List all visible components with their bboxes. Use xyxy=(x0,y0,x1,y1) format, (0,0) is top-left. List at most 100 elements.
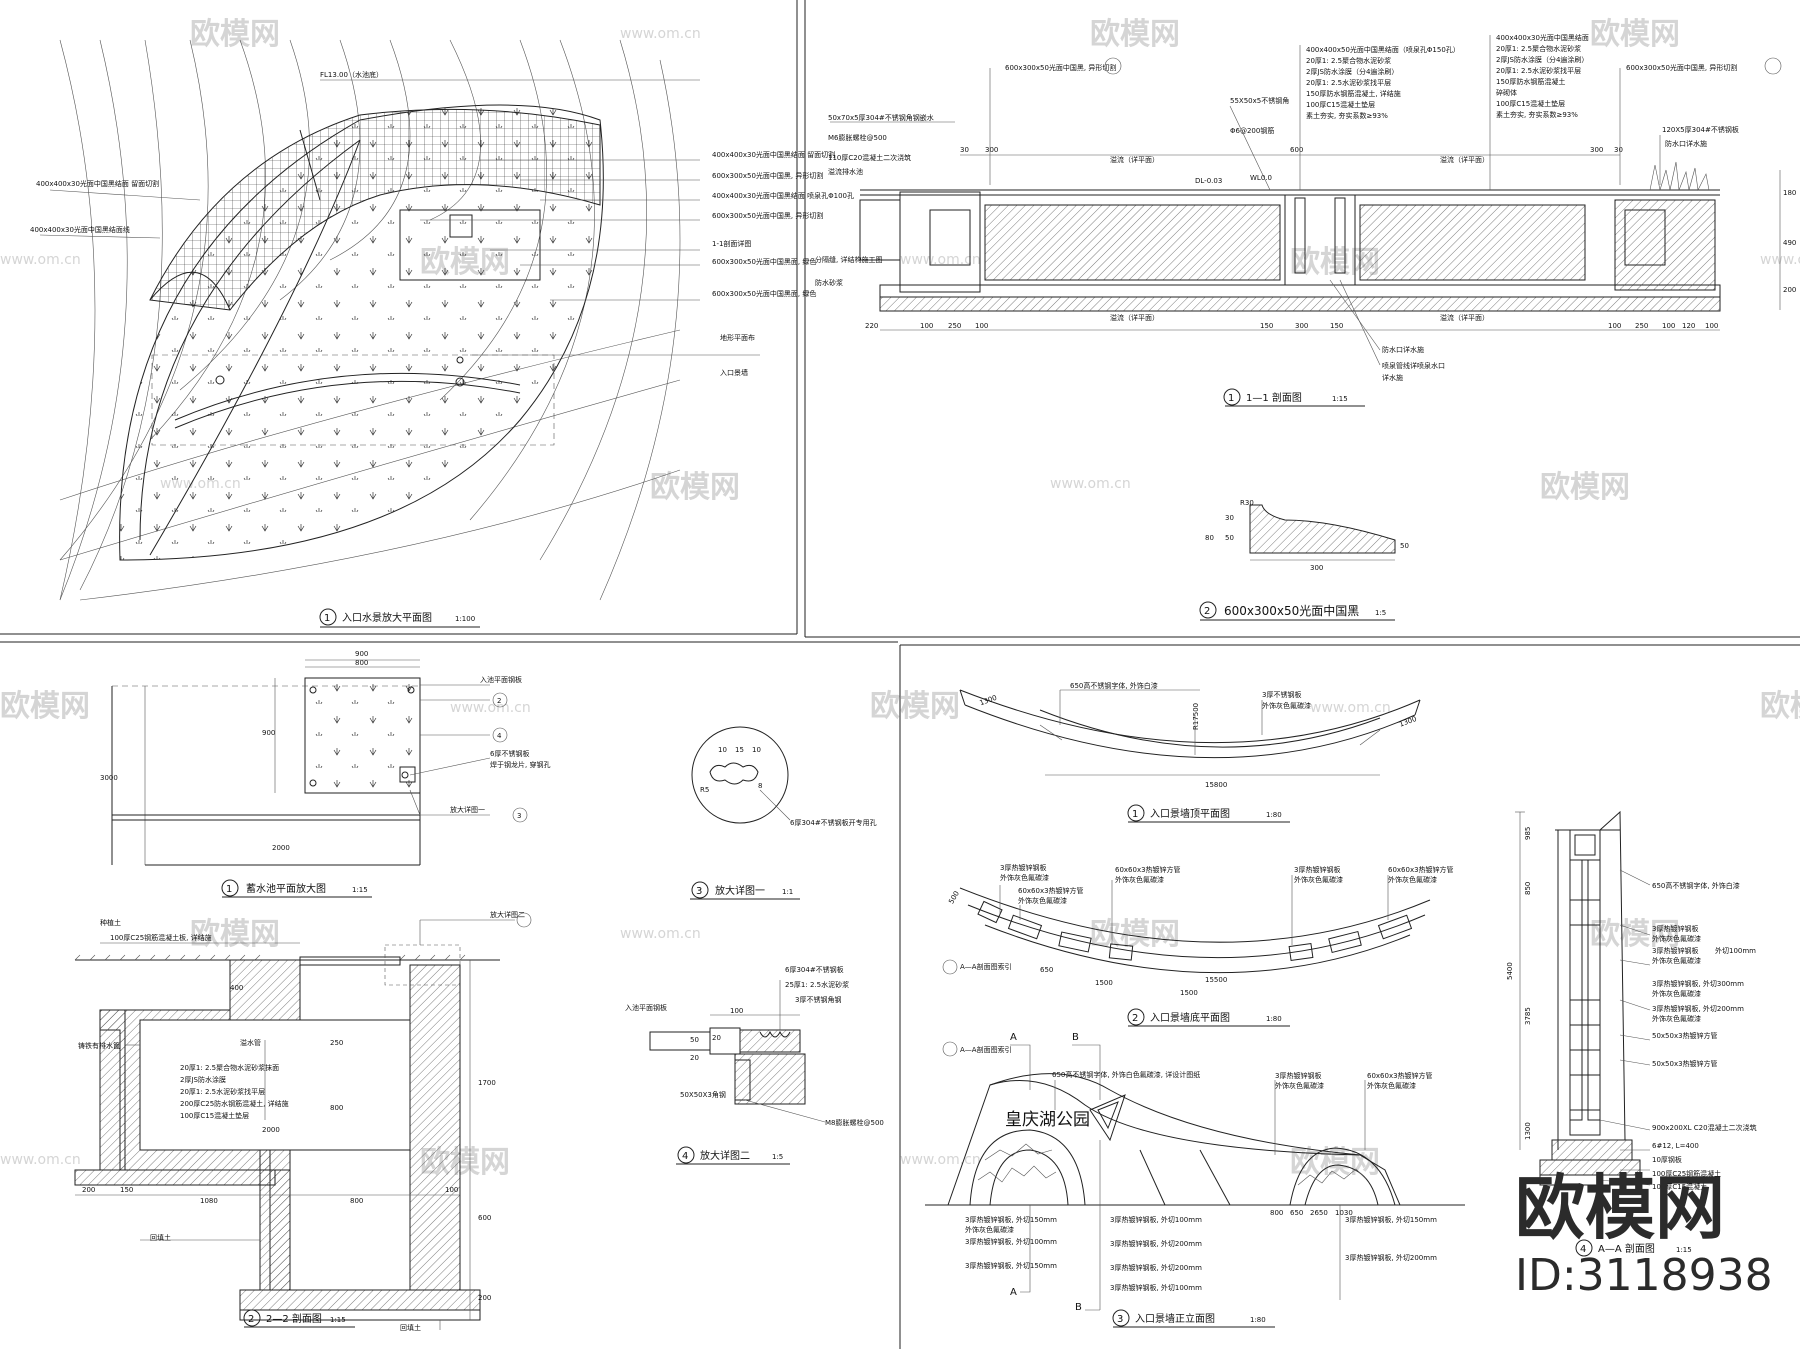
callout: 6#12, L=400 xyxy=(1652,1142,1699,1150)
dim: 200 xyxy=(478,1294,491,1302)
dim: 800 xyxy=(330,1104,343,1112)
dim: 100 xyxy=(920,322,933,330)
watermark-url: www.om.cn xyxy=(450,700,531,716)
callout: 100厚C15混凝土垫层 xyxy=(1306,100,1375,109)
dim: 200 xyxy=(1783,286,1796,294)
watermark-url: www.om.cn xyxy=(1310,700,1391,716)
panel-section-1-1: 30 300 600 300 30 220 100 250 100 150 30… xyxy=(815,33,1796,407)
callout: 溢水管 xyxy=(240,1038,261,1047)
dim: 120 xyxy=(1682,322,1695,330)
callout: 外饰灰色氟碳漆 xyxy=(1115,875,1164,884)
view-title: 入口水景放大平面图 xyxy=(342,611,432,624)
panel-pool-plan: 900 800 900 3000 2000 入池平面钢板 2 4 6厚不锈钢板 … xyxy=(100,650,550,898)
callout: 2厚JS防水涂膜（分4遍涂刷） xyxy=(1496,55,1588,64)
callout: 铸铁有排水篦 xyxy=(78,1041,120,1050)
callout: 详水施 xyxy=(1382,373,1403,382)
callout: 50x70x5厚304#不锈钢角钢嵌水 xyxy=(828,113,934,122)
watermark: 欧模网 xyxy=(190,17,280,52)
callout: 喷泉管线详喷泉水口 xyxy=(1382,361,1445,370)
dim: R17500 xyxy=(1192,703,1200,730)
callout: 60x60x3热镀锌方管 xyxy=(1018,886,1084,895)
dim: 100 xyxy=(445,1186,458,1194)
dim: 3000 xyxy=(100,774,118,782)
callout: 3厚热镀锌钢板 xyxy=(1000,863,1046,872)
callout: 50X50X3角钢 xyxy=(680,1090,726,1099)
view-scale: 1:15 xyxy=(352,886,368,894)
dim: 400 xyxy=(230,984,243,992)
callout: 20厚1: 2.5水泥砂浆找平层 xyxy=(1496,66,1581,75)
brand-stamp: 欧模网 ID:3118938 xyxy=(1515,1167,1773,1301)
callout: 650高不锈钢字体, 外饰白色氟碳漆, 详设计图纸 xyxy=(1052,1070,1200,1079)
dim: 15 xyxy=(735,746,744,754)
dim: 300 xyxy=(1295,322,1308,330)
view-number: 1 xyxy=(226,884,232,895)
dim: 100 xyxy=(730,1007,743,1015)
callout: 100厚C25钢筋混凝土 xyxy=(1652,1169,1721,1178)
view-title: 蓄水池平面放大图 xyxy=(246,882,326,895)
callout: M8膨胀螺栓@500 xyxy=(825,1118,884,1127)
watermark-url: www.om.cn xyxy=(900,1152,981,1168)
callout: 3厚热镀锌钢板 xyxy=(1275,1071,1321,1080)
right-arch xyxy=(1289,1147,1396,1206)
callout: 3厚热镀锌钢板, 外切200mm xyxy=(1652,1004,1744,1013)
dim: 220 xyxy=(865,322,878,330)
view-scale: 1:15 xyxy=(330,1316,346,1324)
callout: 3厚不锈钢板 xyxy=(1262,690,1301,699)
view-number: 3 xyxy=(696,886,702,897)
watermark-url: www.om.cn xyxy=(620,926,701,942)
view-scale: 1:1 xyxy=(782,888,793,896)
dim: 100 xyxy=(1608,322,1621,330)
dim: 180 xyxy=(1783,189,1796,197)
callout: 外饰灰色氟碳漆 xyxy=(1388,875,1437,884)
callout: 400x400x30光面中国黑结面 xyxy=(1496,33,1589,42)
dim: 100 xyxy=(975,322,988,330)
callout: 50x50x3热镀锌方管 xyxy=(1652,1059,1718,1068)
watermark: 欧模网 xyxy=(1090,17,1180,52)
callout: 150厚防水钢筋混凝土 xyxy=(1496,77,1565,86)
watermark: 欧模网 xyxy=(1590,17,1680,52)
section-mark: B xyxy=(1075,1302,1082,1313)
dim: 80 xyxy=(1205,534,1214,542)
view-scale: 1:100 xyxy=(455,615,475,623)
callout: 200厚C25防水钢筋混凝土, 详结施 xyxy=(180,1099,289,1108)
panel-stone-profile: 300 R30 80 50 30 50 2 600x300x50光面中国黑 1:… xyxy=(1199,499,1409,621)
plan-label: 地形平面布 xyxy=(720,333,755,342)
callout: 650高不锈钢字体, 外饰白漆 xyxy=(1070,681,1158,690)
callout: 900x200XL C20混凝土二次浇筑 xyxy=(1652,1123,1757,1132)
dim: R5 xyxy=(700,786,709,794)
plan-label: 400x400x30光面中国黑结面 留面切割 xyxy=(36,179,159,188)
callout: 100厚C15混凝土垫层 xyxy=(180,1111,249,1120)
callout: 2厚JS防水涂膜（分4遍涂刷） xyxy=(1306,67,1398,76)
callout: 3厚热镀锌钢板, 外切300mm xyxy=(1652,979,1744,988)
dim: 50 xyxy=(1400,542,1409,550)
dim: R30 xyxy=(1240,499,1254,507)
view-scale: 1:5 xyxy=(1375,609,1386,617)
callout: 6厚304#不锈钢板开专用孔 xyxy=(790,818,877,827)
dim: 20 xyxy=(712,1034,721,1042)
dim: 30 xyxy=(1225,514,1234,522)
watermark: 欧模网 xyxy=(1540,470,1630,505)
callout: 焊于钢龙片, 穿钢孔 xyxy=(490,760,550,769)
dim: 500 xyxy=(947,890,961,906)
callout: 10厚钢板 xyxy=(1652,1155,1682,1164)
callout: 放大详图二 xyxy=(490,910,525,919)
callout: 50x50x3热镀锌方管 xyxy=(1652,1031,1718,1040)
watermark-url: www.om.cn xyxy=(0,252,81,268)
dim: 300 xyxy=(985,146,998,154)
view-number: 4 xyxy=(1580,1244,1586,1255)
callout: 外饰灰色氟碳漆 xyxy=(1652,934,1701,943)
view-number: 1 xyxy=(1132,809,1138,820)
view-scale: 1:80 xyxy=(1250,1316,1266,1324)
dim: 15800 xyxy=(1205,781,1227,789)
dim: 2000 xyxy=(272,844,290,852)
dim: 985 xyxy=(1524,827,1532,840)
callout: 防水口详水施 xyxy=(1382,345,1424,354)
plan-label: 600x300x50光面中国黑, 异形切割 xyxy=(712,211,823,220)
callout: 55X50x5不锈钢角 xyxy=(1230,96,1289,105)
callout: 100厚C25钢筋混凝土板, 详结施 xyxy=(110,933,212,942)
dim: 800 xyxy=(1270,1209,1283,1217)
callout: 3厚热镀锌钢板, 外切100mm xyxy=(1110,1283,1202,1292)
dim: 20 xyxy=(690,1054,699,1062)
brand-logo-text: 欧模网 xyxy=(1515,1167,1725,1249)
